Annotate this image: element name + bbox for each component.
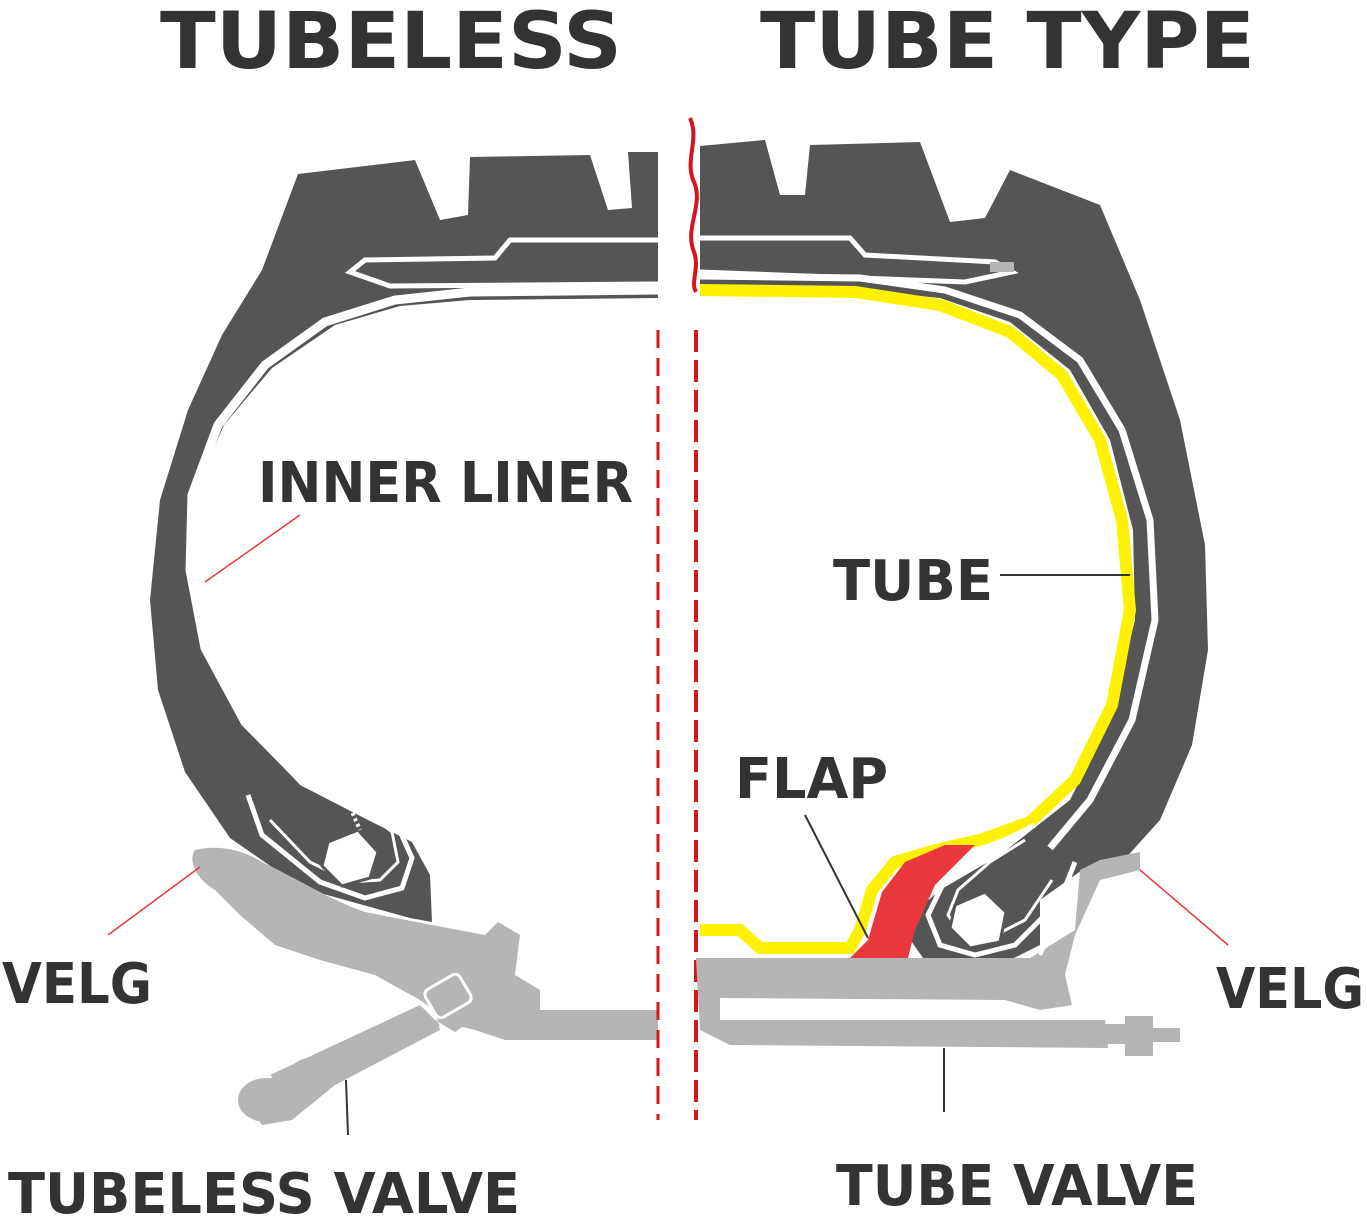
tubeless-bead-wrap-inner xyxy=(268,776,400,884)
tube-type-rim xyxy=(696,852,1140,1048)
tubeless-bead-wrap xyxy=(245,757,415,901)
velg-left-leader xyxy=(107,866,201,936)
tube-type-bead-wrap xyxy=(925,822,1078,958)
flap-leader xyxy=(804,814,869,939)
tube-type-bead-core xyxy=(948,890,1008,950)
tube-type-tube xyxy=(699,284,1137,954)
tube-type-bead-stitch xyxy=(963,838,1002,872)
label-tube: TUBE xyxy=(833,549,993,614)
inner-liner-leader xyxy=(204,514,301,583)
divider-wavy-top xyxy=(688,117,699,294)
tubeless-inner-liner xyxy=(185,285,659,816)
tubeless-valve-cap xyxy=(238,1078,294,1122)
leader-lines xyxy=(107,514,1229,1136)
tubeless-bead-core xyxy=(320,828,380,888)
tubeless-rim xyxy=(192,847,658,1040)
label-flap: FLAP xyxy=(735,747,888,812)
tubeless-belt xyxy=(344,237,659,289)
tube-type-inner-liner xyxy=(699,272,1159,851)
tube-valve-nut xyxy=(1125,1016,1153,1056)
tubeless-half xyxy=(150,152,659,1125)
tubeless-valve-nut xyxy=(423,972,473,1020)
tubeless-liner-inner-edge xyxy=(216,302,659,762)
tubeless-tire-casing xyxy=(150,152,658,922)
label-tubeless-valve: TUBELESS VALVE xyxy=(8,1162,520,1218)
tubeless-valve-leader xyxy=(345,1079,349,1136)
tubeless-valve-stem xyxy=(270,1005,440,1100)
tube-type-belt-tab xyxy=(990,262,1014,272)
tube-valve-tip xyxy=(1150,1028,1180,1042)
tube-type-rim-edge xyxy=(1038,879,1077,956)
label-velg-right: VELG xyxy=(1216,957,1364,1022)
title-tubeless: TUBELESS xyxy=(160,0,622,87)
tube-type-tire-casing xyxy=(700,140,1208,970)
centre-divider xyxy=(656,117,699,1120)
tube-type-half xyxy=(696,140,1208,1056)
velg-right-leader xyxy=(1139,869,1229,946)
label-tube-valve: TUBE VALVE xyxy=(836,1154,1198,1218)
label-velg-left: VELG xyxy=(2,952,152,1017)
title-tube-type: TUBE TYPE xyxy=(760,0,1255,87)
label-inner-liner: INNER LINER xyxy=(258,451,633,516)
tube-type-flap xyxy=(722,845,975,972)
